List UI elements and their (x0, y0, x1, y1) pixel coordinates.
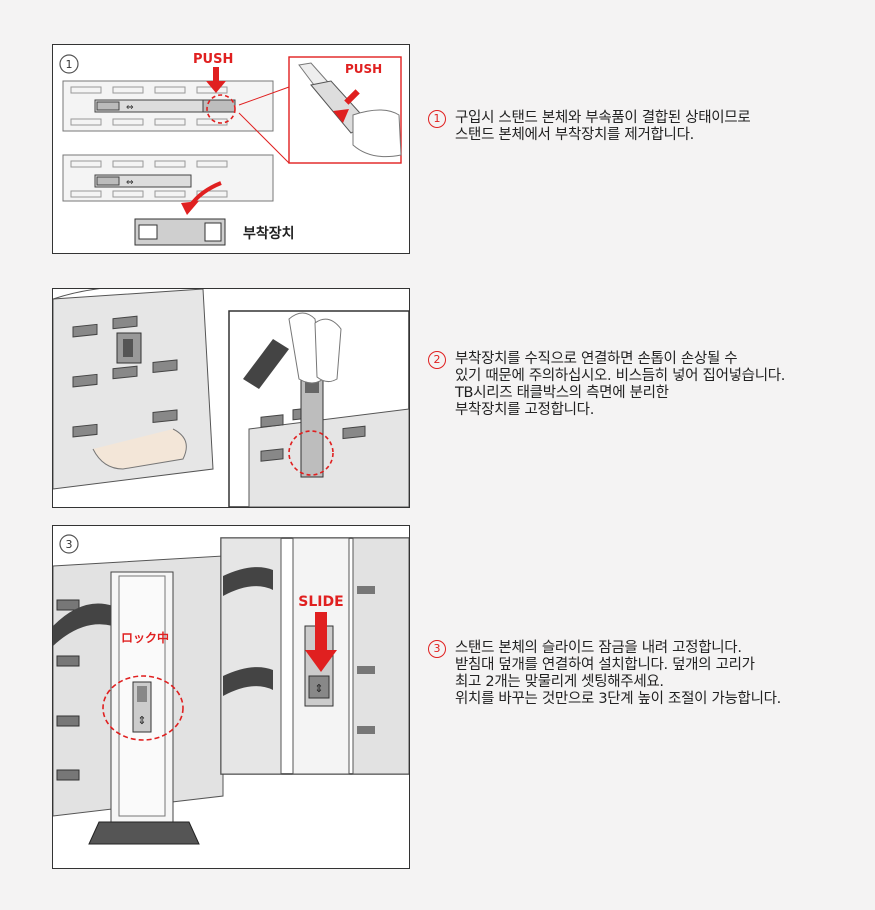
part-label: 부착장치 (243, 225, 295, 242)
step3-badge: 3 (66, 538, 73, 551)
step-3-number: 3 (428, 640, 446, 658)
step-3-line: 받침대 덮개를 연결하여 설치합니다. 덮개의 고리가 (455, 657, 755, 673)
step-3-line: 최고 2개는 맞물리게 셋팅해주세요. (455, 674, 664, 690)
step-2-number: 2 (428, 351, 446, 369)
step3-figure: 3 ⇕ ロック中 ⇕ SLIDE (52, 525, 410, 869)
step-1-description: 구입시 스탠드 본체와 부속품이 결합된 상태이므로 스탠드 본체에서 부착장치… (455, 110, 751, 144)
push-label-zoom: PUSH (345, 62, 382, 76)
svg-text:⇕: ⇕ (137, 714, 146, 727)
slide-label: SLIDE (298, 594, 343, 610)
step-3-line: 스탠드 본체의 슬라이드 잠금을 내려 고정합니다. (455, 640, 742, 656)
svg-text:⇔: ⇔ (126, 103, 134, 113)
svg-text:⇕: ⇕ (314, 682, 323, 695)
step-3-description: 스탠드 본체의 슬라이드 잠금을 내려 고정합니다. 받침대 덮개를 연결하여 … (455, 640, 781, 708)
step-2-line: 부착장치를 수직으로 연결하면 손톱이 손상될 수 (455, 351, 738, 367)
step-1-number: 1 (428, 110, 446, 128)
push-label: PUSH (193, 52, 233, 67)
step-1-line: 스탠드 본체에서 부착장치를 제거합니다. (455, 127, 694, 143)
step-2-line: 있기 때문에 주의하십시오. 비스듬히 넣어 집어넣습니다. (455, 368, 786, 384)
step1-badge: 1 (66, 58, 73, 71)
step1-figure: 1 ⇔ PUSH PUSH (52, 44, 410, 254)
step-1-line: 구입시 스탠드 본체와 부속품이 결합된 상태이므로 (455, 110, 751, 126)
step2-figure (52, 288, 410, 508)
svg-text:⇔: ⇔ (126, 178, 134, 188)
step-2-line: 부착장치를 고정합니다. (455, 402, 595, 418)
lock-label: ロック中 (121, 630, 169, 645)
step-3-line: 위치를 바꾸는 것만으로 3단계 높이 조절이 가능합니다. (455, 691, 781, 707)
step-2-line: TB시리즈 태클박스의 측면에 분리한 (455, 385, 669, 401)
step-2-description: 부착장치를 수직으로 연결하면 손톱이 손상될 수 있기 때문에 주의하십시오.… (455, 351, 785, 419)
